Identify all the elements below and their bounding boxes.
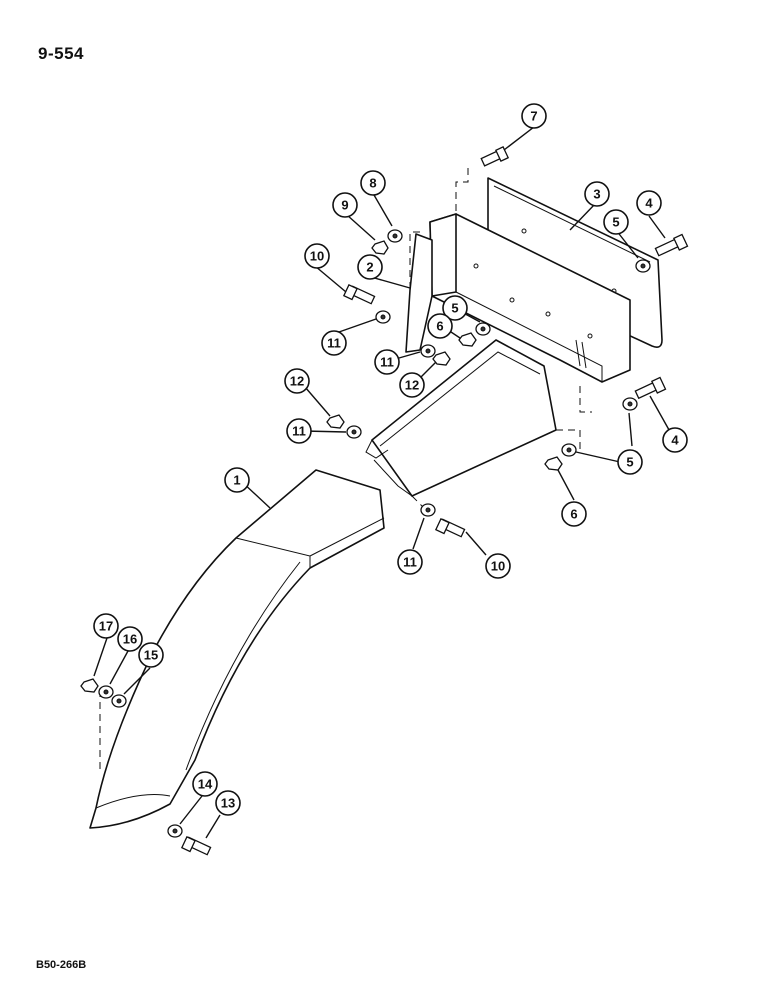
callout-6-upper-label: 6: [436, 319, 443, 334]
callout-8: 8: [360, 170, 386, 196]
callout-11-lower-label: 11: [403, 555, 417, 570]
callout-15: 15: [138, 642, 164, 668]
callout-10-upper-label: 10: [310, 249, 324, 264]
callout-17-label: 17: [99, 619, 113, 634]
callout-13: 13: [215, 790, 241, 816]
callout-4-lower: 4: [662, 427, 688, 453]
callout-1: 1: [224, 467, 250, 493]
callout-5-upper-label: 5: [612, 215, 619, 230]
callout-12-middle-label: 12: [405, 378, 419, 393]
callout-6-lower-label: 6: [570, 507, 577, 522]
callout-11-left-label: 11: [292, 424, 306, 439]
callout-4-upper-label: 4: [645, 196, 653, 211]
callout-13-label: 13: [221, 796, 235, 811]
drawing-code: B50-266B: [36, 959, 87, 971]
callout-12-left: 12: [284, 368, 310, 394]
callout-4-upper: 4: [636, 190, 662, 216]
mid-shield: [365, 339, 557, 497]
part-1-fender: [89, 469, 385, 829]
callout-7-label: 7: [530, 109, 537, 124]
callout-1-label: 1: [233, 473, 240, 488]
callout-11-left: 11: [286, 418, 312, 444]
callout-7: 7: [521, 103, 547, 129]
callout-9: 9: [332, 192, 358, 218]
callout-5-lower: 5: [617, 449, 643, 475]
hardware: [80, 146, 689, 856]
callout-11-lower: 11: [397, 549, 423, 575]
callout-10-upper: 10: [304, 243, 330, 269]
callout-8-label: 8: [369, 176, 376, 191]
callout-2-label: 2: [366, 260, 373, 275]
callout-14-label: 14: [198, 777, 213, 792]
callout-15-label: 15: [144, 648, 158, 663]
callout-10-lower: 10: [485, 553, 511, 579]
part-2-bracket: [405, 213, 631, 383]
callout-12-left-label: 12: [290, 374, 304, 389]
callout-3: 3: [584, 181, 610, 207]
callout-11-middle: 11: [374, 349, 400, 375]
callout-11-upper-label: 11: [327, 336, 341, 351]
callout-5-lower-label: 5: [626, 455, 633, 470]
callout-11-middle-label: 11: [380, 355, 394, 370]
callout-9-label: 9: [341, 198, 348, 213]
callout-14: 14: [192, 771, 218, 797]
callout-11-upper: 11: [321, 330, 347, 356]
callout-17: 17: [93, 613, 119, 639]
callout-6-lower: 6: [561, 501, 587, 527]
callout-16: 16: [117, 626, 143, 652]
callout-4-lower-label: 4: [671, 433, 679, 448]
callout-2: 2: [357, 254, 383, 280]
callout-10-lower-label: 10: [491, 559, 505, 574]
callout-5-upper: 5: [603, 209, 629, 235]
callout-3-label: 3: [593, 187, 600, 202]
callout-5-middle-label: 5: [451, 301, 458, 316]
page-number: 9-554: [38, 44, 84, 63]
callout-16-label: 16: [123, 632, 137, 647]
callout-6-upper: 6: [427, 313, 453, 339]
callout-5-middle: 5: [442, 295, 468, 321]
callout-12-middle: 12: [399, 372, 425, 398]
